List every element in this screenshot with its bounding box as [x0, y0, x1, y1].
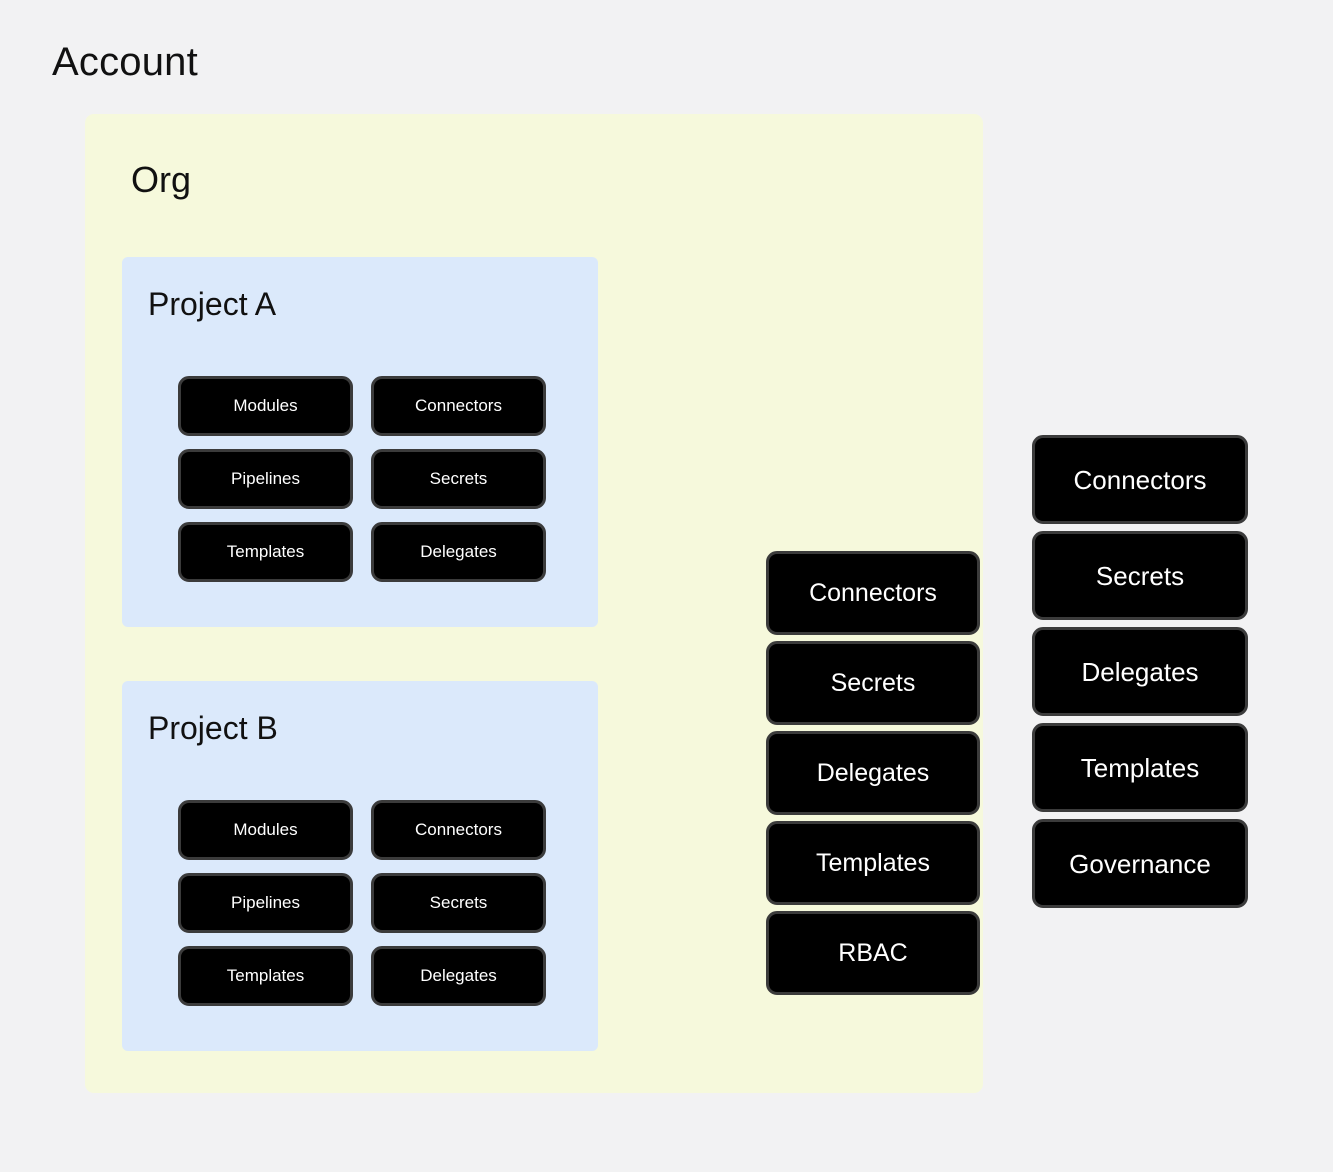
project-a-resource-secrets[interactable]: Secrets [371, 449, 546, 509]
account-resource-governance[interactable]: Governance [1032, 819, 1248, 908]
account-resource-secrets[interactable]: Secrets [1032, 531, 1248, 620]
project-a-resource-grid: Modules Connectors Pipelines Secrets Tem… [178, 376, 546, 582]
project-b-resource-delegates[interactable]: Delegates [371, 946, 546, 1006]
project-a-resource-templates[interactable]: Templates [178, 522, 353, 582]
project-b-resource-modules[interactable]: Modules [178, 800, 353, 860]
project-b-resource-grid: Modules Connectors Pipelines Secrets Tem… [178, 800, 546, 1006]
org-title: Org [131, 159, 192, 200]
org-resource-rbac[interactable]: RBAC [766, 911, 980, 995]
account-resource-column: Connectors Secrets Delegates Templates G… [1032, 435, 1248, 908]
project-b-resource-pipelines[interactable]: Pipelines [178, 873, 353, 933]
project-a-resource-delegates[interactable]: Delegates [371, 522, 546, 582]
project-b-resource-templates[interactable]: Templates [178, 946, 353, 1006]
project-b-title: Project B [148, 710, 278, 746]
org-resource-templates[interactable]: Templates [766, 821, 980, 905]
org-resource-delegates[interactable]: Delegates [766, 731, 980, 815]
org-resource-secrets[interactable]: Secrets [766, 641, 980, 725]
project-a-resource-connectors[interactable]: Connectors [371, 376, 546, 436]
account-resource-delegates[interactable]: Delegates [1032, 627, 1248, 716]
account-resource-connectors[interactable]: Connectors [1032, 435, 1248, 524]
project-b-container: Project B Modules Connectors Pipelines S… [122, 681, 598, 1051]
org-resource-column: Connectors Secrets Delegates Templates R… [766, 551, 980, 995]
project-a-container: Project A Modules Connectors Pipelines S… [122, 257, 598, 627]
account-resource-templates[interactable]: Templates [1032, 723, 1248, 812]
org-resource-connectors[interactable]: Connectors [766, 551, 980, 635]
account-title: Account [52, 40, 198, 84]
project-a-resource-pipelines[interactable]: Pipelines [178, 449, 353, 509]
project-a-resource-modules[interactable]: Modules [178, 376, 353, 436]
project-a-title: Project A [148, 286, 277, 322]
org-container: Org Project A Modules Connectors Pipelin… [85, 114, 983, 1093]
project-b-resource-connectors[interactable]: Connectors [371, 800, 546, 860]
project-b-resource-secrets[interactable]: Secrets [371, 873, 546, 933]
